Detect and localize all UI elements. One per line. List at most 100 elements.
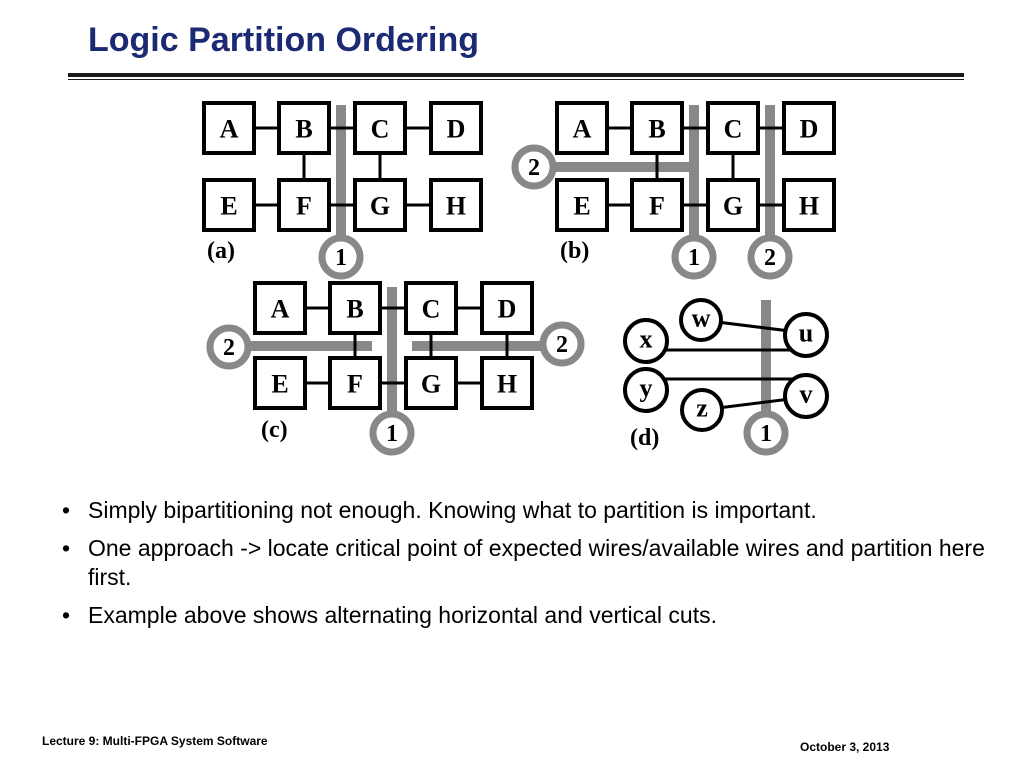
- node-box-e: [202, 178, 256, 232]
- node-label: D: [447, 115, 466, 144]
- node-box-d: [480, 281, 534, 335]
- node-label: z: [696, 394, 708, 423]
- node-label: H: [446, 192, 466, 221]
- node-label: u: [799, 319, 813, 348]
- node-box-c: [404, 281, 458, 335]
- node-box-f: [277, 178, 331, 232]
- node-box-h: [782, 178, 836, 232]
- node-label: F: [649, 192, 665, 221]
- partition-diagram: A B C D E F G H 1 (a) A B C D: [202, 101, 836, 456]
- node-circle-w: [679, 298, 723, 342]
- node-box-g: [353, 178, 407, 232]
- cut-marker: [511, 144, 557, 190]
- node-box-g: [404, 356, 458, 410]
- node-label: C: [724, 115, 743, 144]
- node-label: E: [220, 192, 237, 221]
- node-box-b: [630, 101, 684, 155]
- diagram-caption: (b): [560, 238, 589, 264]
- node-label: D: [800, 115, 819, 144]
- cut-marker: [206, 324, 252, 370]
- cut-marker: [671, 234, 717, 280]
- bullet-text: Example above shows alternating horizont…: [88, 602, 718, 628]
- node-circle-y: [623, 367, 669, 413]
- node-box-b: [328, 281, 382, 335]
- cut-marker-label: 1: [335, 245, 347, 271]
- node-label: x: [640, 325, 653, 354]
- node-box-g: [706, 178, 760, 232]
- node-box-h: [429, 178, 483, 232]
- diagram-a: A B C D E F G H 1 (a): [202, 101, 483, 280]
- node-label: v: [800, 380, 813, 409]
- node-label: G: [421, 370, 441, 399]
- node-box-e: [253, 356, 307, 410]
- node-box-h: [480, 356, 534, 410]
- cut-marker-label: 2: [556, 332, 568, 358]
- node-label: H: [497, 370, 517, 399]
- node-label: E: [573, 192, 590, 221]
- diagram-caption: (a): [207, 238, 235, 264]
- diagram-c: A B C D E F G H 1 2 2 (c): [206, 281, 585, 456]
- cut-marker-label: 2: [764, 245, 776, 271]
- bullet-item: • Example above shows alternating horizo…: [60, 601, 1000, 630]
- node-circle-z: [680, 388, 724, 432]
- cut-marker-label: 1: [760, 421, 772, 447]
- node-circle-x: [623, 318, 669, 364]
- node-box-e: [555, 178, 609, 232]
- cut-marker: [539, 321, 585, 367]
- node-circle-v: [783, 373, 829, 419]
- bullet-dot: •: [62, 497, 71, 523]
- bullet-text: One approach -> locate critical point of…: [88, 535, 985, 590]
- node-box-a: [202, 101, 256, 155]
- title-underline-thick: [68, 73, 964, 77]
- node-label: w: [692, 304, 711, 333]
- diagram-d: w u x y v z 1 (d): [623, 298, 829, 456]
- cut-marker-label: 2: [528, 155, 540, 181]
- cut-marker: [743, 410, 789, 456]
- node-label: D: [498, 295, 517, 324]
- node-box-d: [429, 101, 483, 155]
- node-box-f: [328, 356, 382, 410]
- node-label: G: [723, 192, 743, 221]
- diagram-b: A B C D E F G H 1 2 2 (b): [511, 101, 836, 280]
- node-box-a: [253, 281, 307, 335]
- node-label: C: [422, 295, 441, 324]
- node-label: B: [648, 115, 665, 144]
- node-box-c: [353, 101, 407, 155]
- node-label: A: [271, 295, 290, 324]
- cut-marker-label: 2: [223, 335, 235, 361]
- node-box-a: [555, 101, 609, 155]
- node-label: F: [347, 370, 363, 399]
- footer-lecture-title: Lecture 9: Multi-FPGA System Software: [42, 734, 268, 748]
- node-box-d: [782, 101, 836, 155]
- node-label: E: [271, 370, 288, 399]
- bullet-item: • One approach -> locate critical point …: [60, 534, 1000, 592]
- cut-marker: [747, 234, 793, 280]
- cut-marker: [369, 410, 415, 456]
- node-circle-u: [783, 312, 829, 358]
- diagram-caption: (c): [261, 417, 288, 443]
- node-label: H: [799, 192, 819, 221]
- diagram-caption: (d): [630, 425, 659, 451]
- cut-marker: [318, 234, 364, 280]
- node-label: F: [296, 192, 312, 221]
- node-label: G: [370, 192, 390, 221]
- bullet-item: • Simply bipartitioning not enough. Know…: [60, 496, 1000, 525]
- bullet-list: • Simply bipartitioning not enough. Know…: [60, 496, 1000, 639]
- footer-date: October 3, 2013: [800, 740, 890, 754]
- title-underline-thin: [68, 79, 964, 80]
- slide-title: Logic Partition Ordering: [88, 21, 480, 59]
- node-box-b: [277, 101, 331, 155]
- bullet-dot: •: [62, 602, 71, 628]
- node-label: y: [640, 374, 653, 403]
- cut-marker-label: 1: [386, 421, 398, 447]
- bullet-text: Simply bipartitioning not enough. Knowin…: [88, 497, 817, 523]
- node-label: B: [346, 295, 363, 324]
- node-box-c: [706, 101, 760, 155]
- node-label: B: [295, 115, 312, 144]
- cut-marker-label: 1: [688, 245, 700, 271]
- node-label: A: [220, 115, 239, 144]
- bullet-dot: •: [62, 535, 71, 561]
- node-box-f: [630, 178, 684, 232]
- node-label: A: [573, 115, 592, 144]
- node-label: C: [371, 115, 390, 144]
